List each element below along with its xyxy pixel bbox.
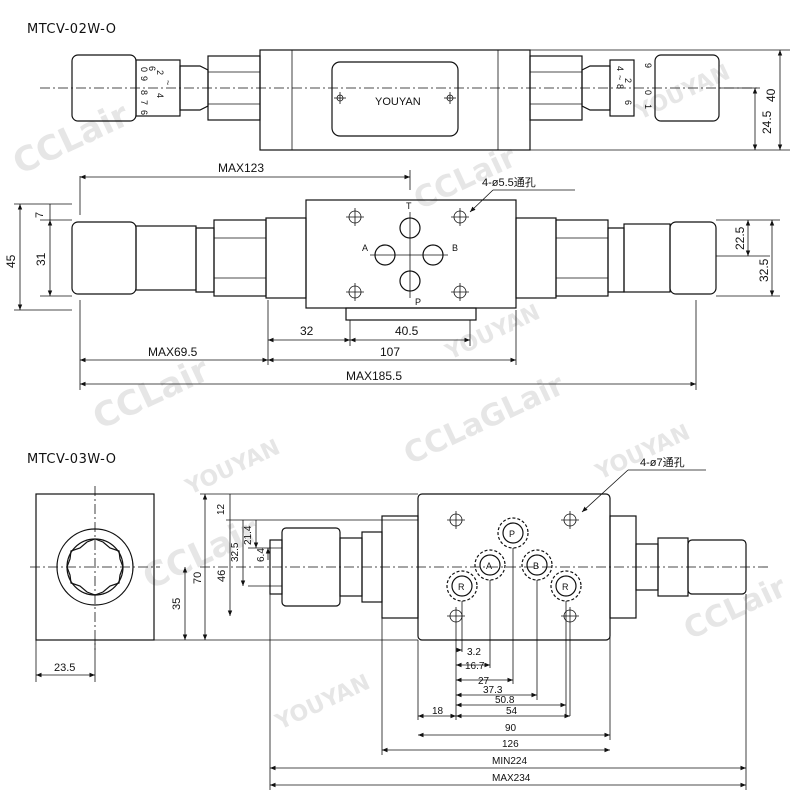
svg-text:MIN224: MIN224 [492,756,527,767]
svg-text:MAX234: MAX234 [492,773,531,784]
svg-text:0: 0 [643,90,653,95]
right-dial-scale: 4 ~ 8 2 6 9 0 1 [615,63,653,109]
svg-text:2: 2 [155,70,165,75]
right-adjust-knob-front [669,221,717,295]
port-R-left: R [458,582,465,592]
svg-text:40: 40 [764,88,778,102]
svg-text:18: 18 [432,706,444,717]
port-R-right: R [562,582,569,592]
port-A: A [362,243,368,253]
hole-note-bottom: 4-ø7通孔 [640,456,685,469]
svg-text:32.5: 32.5 [230,542,241,562]
svg-text:24.5: 24.5 [760,110,774,134]
svg-text:8: 8 [139,90,149,95]
right-adjust-knob-bottom [687,539,747,595]
svg-text:MAX69.5: MAX69.5 [148,345,198,359]
svg-text:~: ~ [163,80,173,85]
svg-text:12: 12 [216,503,227,515]
svg-text:9: 9 [643,63,653,68]
svg-text:21.4: 21.4 [243,525,254,545]
svg-text:6: 6 [139,110,149,115]
svg-text:23.5: 23.5 [54,662,75,674]
svg-text:50.8: 50.8 [495,695,515,706]
svg-text:107: 107 [380,345,400,359]
svg-text:40.5: 40.5 [395,324,419,338]
svg-text:MAX185.5: MAX185.5 [346,369,402,383]
svg-text:35: 35 [171,598,183,610]
front-view: MAX123 T A B P [4,161,780,390]
port-B: B [452,243,458,253]
svg-text:4: 4 [155,93,165,98]
svg-text:4: 4 [615,66,625,71]
watermark-text: YOUYAN [181,435,284,501]
hole-note-front: 4-ø5.5通孔 [482,176,536,189]
svg-text:3.2: 3.2 [467,647,481,658]
svg-text:27: 27 [478,676,490,687]
svg-text:9: 9 [139,76,149,81]
bottom-view: 4-ø7通孔 P A B R R 70 [192,456,770,790]
svg-text:6: 6 [623,100,633,105]
svg-text:0: 0 [139,67,149,72]
svg-text:7: 7 [139,100,149,105]
watermark-text: CCLair [7,95,136,183]
svg-text:7: 7 [34,212,46,218]
top-view: 0 9 6 2 ~ 4 8 7 6 YOUYAN 4 [40,49,790,151]
svg-text:90: 90 [505,723,517,734]
left-adjust-knob-front [71,221,137,295]
watermark-text: YOUYAN [591,420,694,486]
svg-text:MAX123: MAX123 [218,161,264,175]
svg-text:16.7: 16.7 [465,661,485,672]
side-view: 23.5 35 [30,486,200,682]
watermark-text: CCLair [87,350,216,438]
watermark-layer: CCLair YOUYAN CCLair YOUYAN CCLaGLair YO… [7,60,790,736]
right-adjust-knob [654,54,720,122]
port-T: T [406,201,412,211]
brand-plate [331,61,459,137]
brand-plate-label: YOUYAN [375,96,421,108]
watermark-text: YOUYAN [441,300,544,366]
svg-text:6: 6 [147,66,157,71]
svg-text:37.3: 37.3 [483,685,503,696]
model-title-top: MTCV-02W-O [27,22,117,37]
model-title-bottom: MTCV-03W-O [27,452,117,467]
svg-text:1: 1 [643,104,653,109]
port-B-bottom: B [533,561,539,571]
watermark-text: CCLaGLair [399,368,570,473]
port-A-bottom: A [486,561,492,571]
svg-text:8: 8 [615,84,625,89]
watermark-text: YOUYAN [271,670,374,736]
valve-body-front [305,199,517,309]
svg-text:70: 70 [192,572,204,584]
svg-text:46: 46 [216,570,228,582]
left-dial-scale: 0 9 6 2 ~ 4 8 7 6 [139,66,173,115]
svg-text:32: 32 [300,324,314,338]
port-P-bottom: P [509,529,515,539]
svg-text:31: 31 [34,252,48,266]
svg-text:2: 2 [623,78,633,83]
svg-text:22.5: 22.5 [733,226,747,250]
svg-text:54: 54 [506,706,518,717]
svg-text:6.4: 6.4 [256,548,267,562]
svg-text:32.5: 32.5 [757,258,771,282]
svg-text:~: ~ [615,75,625,80]
svg-text:126: 126 [502,739,519,750]
watermark-text: CCLair [679,570,790,648]
port-P: P [415,297,421,307]
svg-text:45: 45 [4,254,18,268]
